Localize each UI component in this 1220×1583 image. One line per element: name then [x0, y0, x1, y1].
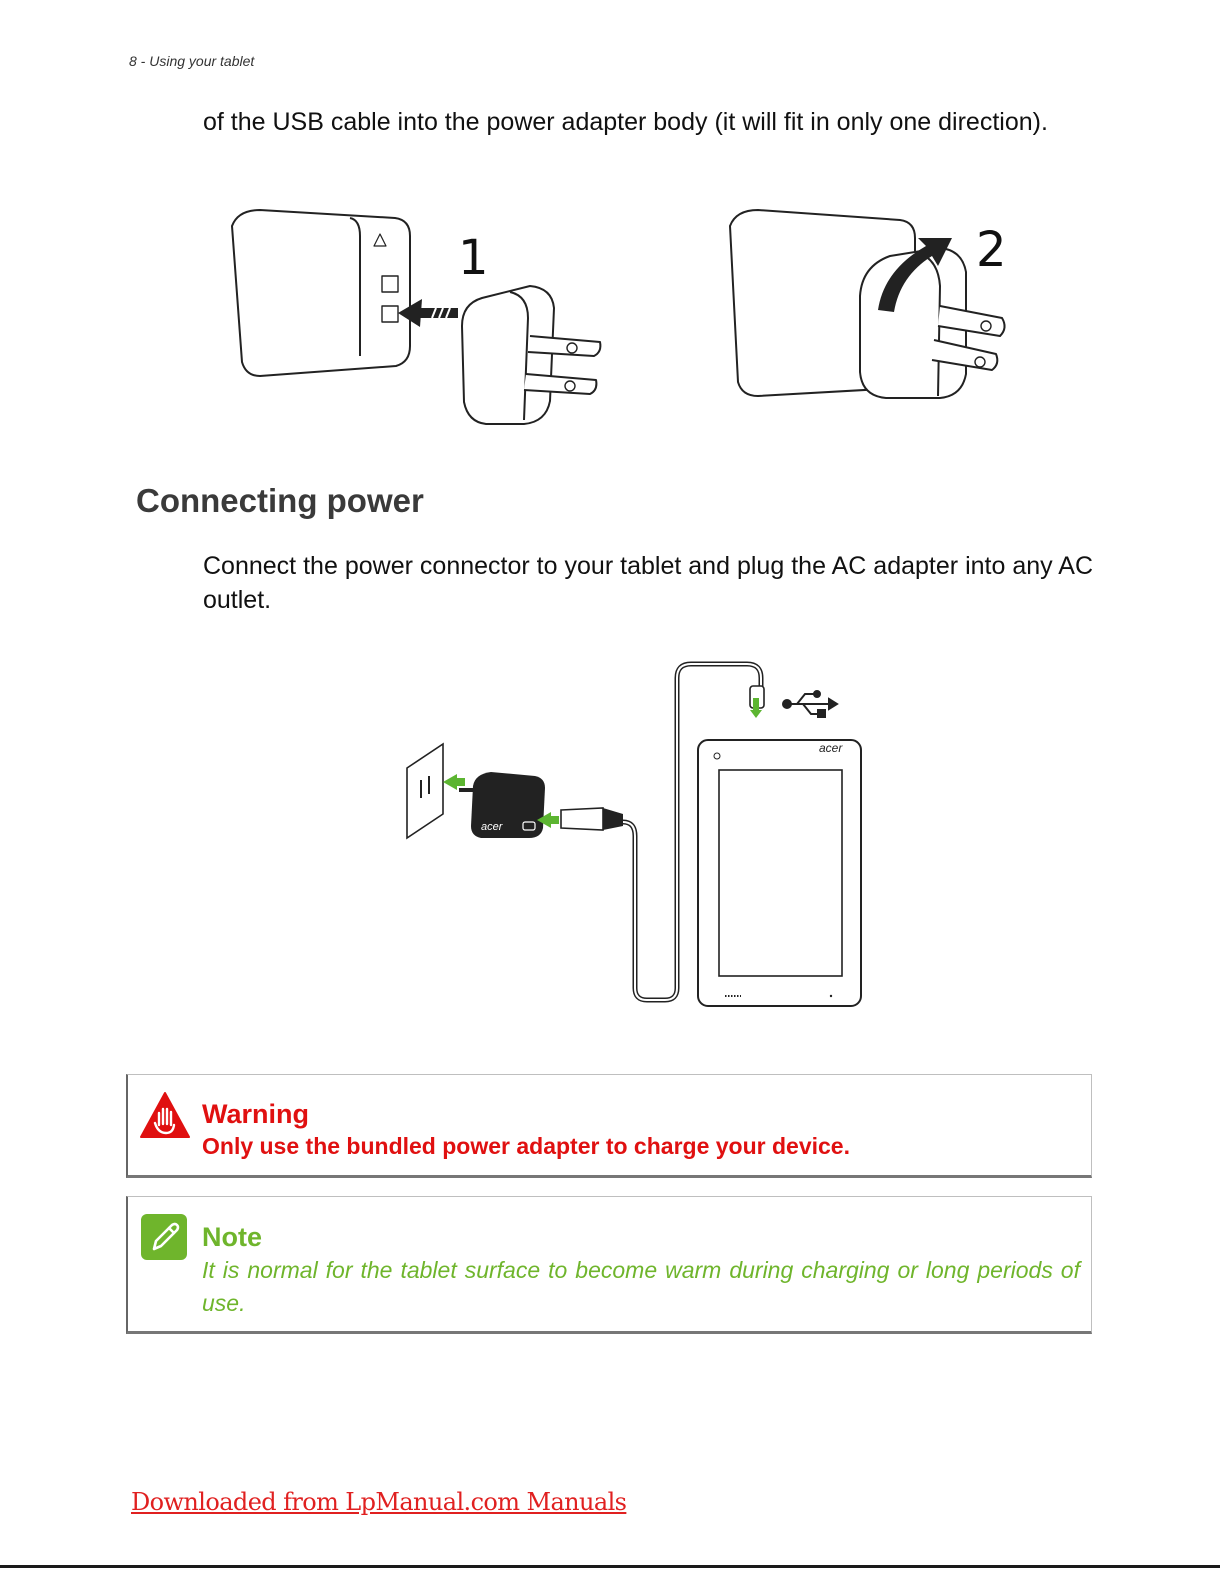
bottom-rule — [0, 1565, 1220, 1568]
charging-connection-figure: acer acer — [395, 658, 875, 1013]
note-callout: Note It is normal for the tablet surface… — [126, 1196, 1092, 1334]
page-header: 8 - Using your tablet — [129, 53, 255, 69]
usb-symbol-icon — [782, 690, 839, 718]
note-title: Note — [202, 1222, 262, 1252]
step-1-label: 1 — [458, 230, 489, 286]
pencil-icon — [140, 1213, 188, 1266]
intro-paragraph: of the USB cable into the power adapter … — [203, 108, 1048, 136]
tablet-brand-text: acer — [819, 741, 843, 755]
rotate-arrow — [878, 238, 952, 312]
warning-body: Only use the bundled power adapter to ch… — [202, 1133, 850, 1159]
download-source-link[interactable]: Downloaded from LpManual.com Manuals — [131, 1488, 627, 1516]
adapter-assembly-figure: 1 2 — [210, 196, 1030, 436]
plug-cap-1 — [461, 285, 555, 425]
adapter-body-1 — [231, 209, 411, 377]
step-2-label: 2 — [976, 222, 1007, 278]
warning-title: Warning — [202, 1099, 309, 1129]
wall-outlet — [406, 742, 444, 840]
warning-callout: Warning Only use the bundled power adapt… — [126, 1074, 1092, 1178]
adapter-brand-text: acer — [481, 821, 504, 833]
section-heading: Connecting power — [136, 482, 424, 519]
note-body: It is normal for the tablet surface to b… — [202, 1257, 1080, 1316]
section-paragraph: Connect the power connector to your tabl… — [203, 552, 1093, 614]
hand-stop-icon — [140, 1091, 190, 1144]
